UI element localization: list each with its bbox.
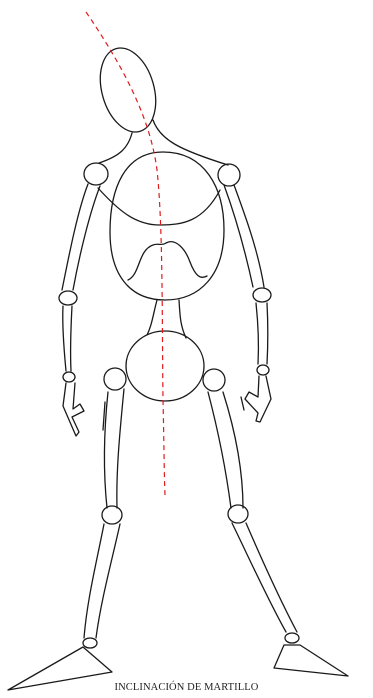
- neck-shoulder-lines: [99, 120, 228, 165]
- right-arm: [224, 185, 271, 375]
- knee-accent-strokes: [103, 397, 244, 430]
- right-leg: [208, 392, 299, 643]
- chest-oval: [110, 152, 224, 300]
- right-hand: [245, 376, 271, 422]
- rib-line: [128, 242, 207, 280]
- figure-caption: INCLINACIÓN DE MARTILLO: [0, 682, 373, 693]
- hip-joints: [104, 368, 225, 391]
- left-arm: [59, 184, 100, 382]
- right-foot: [274, 645, 348, 676]
- shoulder-joints: [84, 163, 240, 186]
- head: [91, 41, 165, 138]
- pelvis-circle: [126, 331, 204, 401]
- left-hand: [63, 383, 84, 436]
